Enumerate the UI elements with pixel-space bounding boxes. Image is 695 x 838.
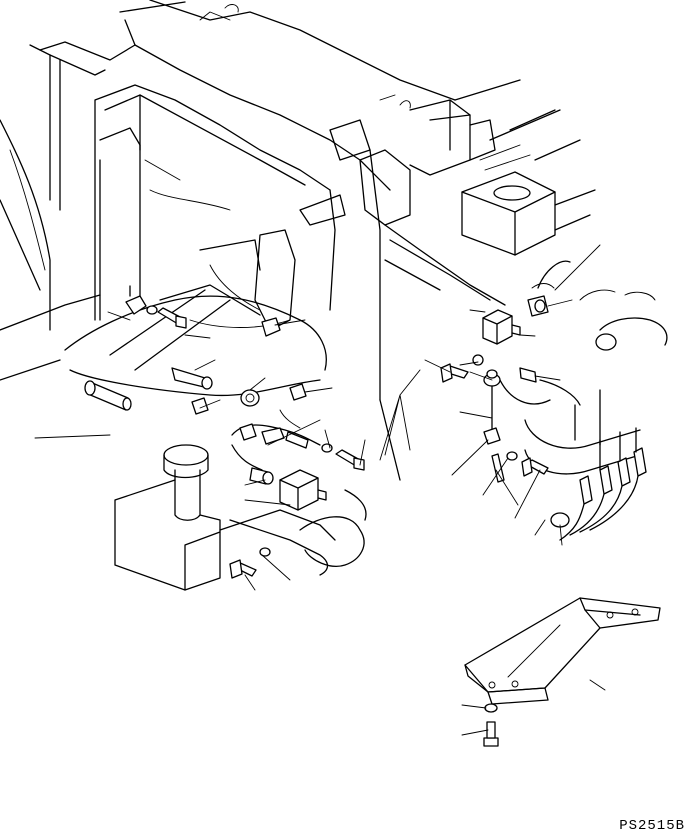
bolt-guard xyxy=(483,721,499,747)
bracket-lower-middle xyxy=(229,399,401,576)
drawing-code: PS2515B xyxy=(619,818,685,834)
post-housing-lower-left xyxy=(114,444,336,591)
clamp-left-upper xyxy=(125,285,147,315)
harness-middle xyxy=(231,423,365,485)
relay-box-right xyxy=(482,309,521,345)
connector-pipe-left xyxy=(84,380,132,411)
washer-lower-middle xyxy=(259,547,271,557)
cable-bundle-right xyxy=(550,427,647,541)
connector-cluster-right xyxy=(527,260,571,317)
bolt-lower-middle xyxy=(229,559,257,579)
leader-lines xyxy=(34,244,606,736)
washer-center xyxy=(472,354,484,366)
chassis-frame xyxy=(0,0,561,401)
relay-box-left xyxy=(279,469,327,511)
harness-channel-left xyxy=(0,284,327,397)
washer-guard xyxy=(484,703,498,713)
bolt-left-upper xyxy=(157,307,187,329)
guard-plate xyxy=(464,597,661,705)
engine-detail-right xyxy=(579,289,668,351)
grommet-center xyxy=(240,389,260,407)
washer-left-upper xyxy=(146,305,158,315)
pipe-segment-left xyxy=(171,367,213,390)
grommet-right xyxy=(483,369,501,431)
tube-right xyxy=(491,453,505,483)
clamp-left-lower xyxy=(191,397,209,415)
washer-right xyxy=(506,451,518,461)
bolt-center xyxy=(440,363,469,383)
tank-housing xyxy=(461,109,596,256)
bolt-right xyxy=(521,457,549,477)
harness-right xyxy=(499,367,641,475)
clamp-center-right xyxy=(279,383,307,429)
clamp-center-upper xyxy=(261,317,281,337)
